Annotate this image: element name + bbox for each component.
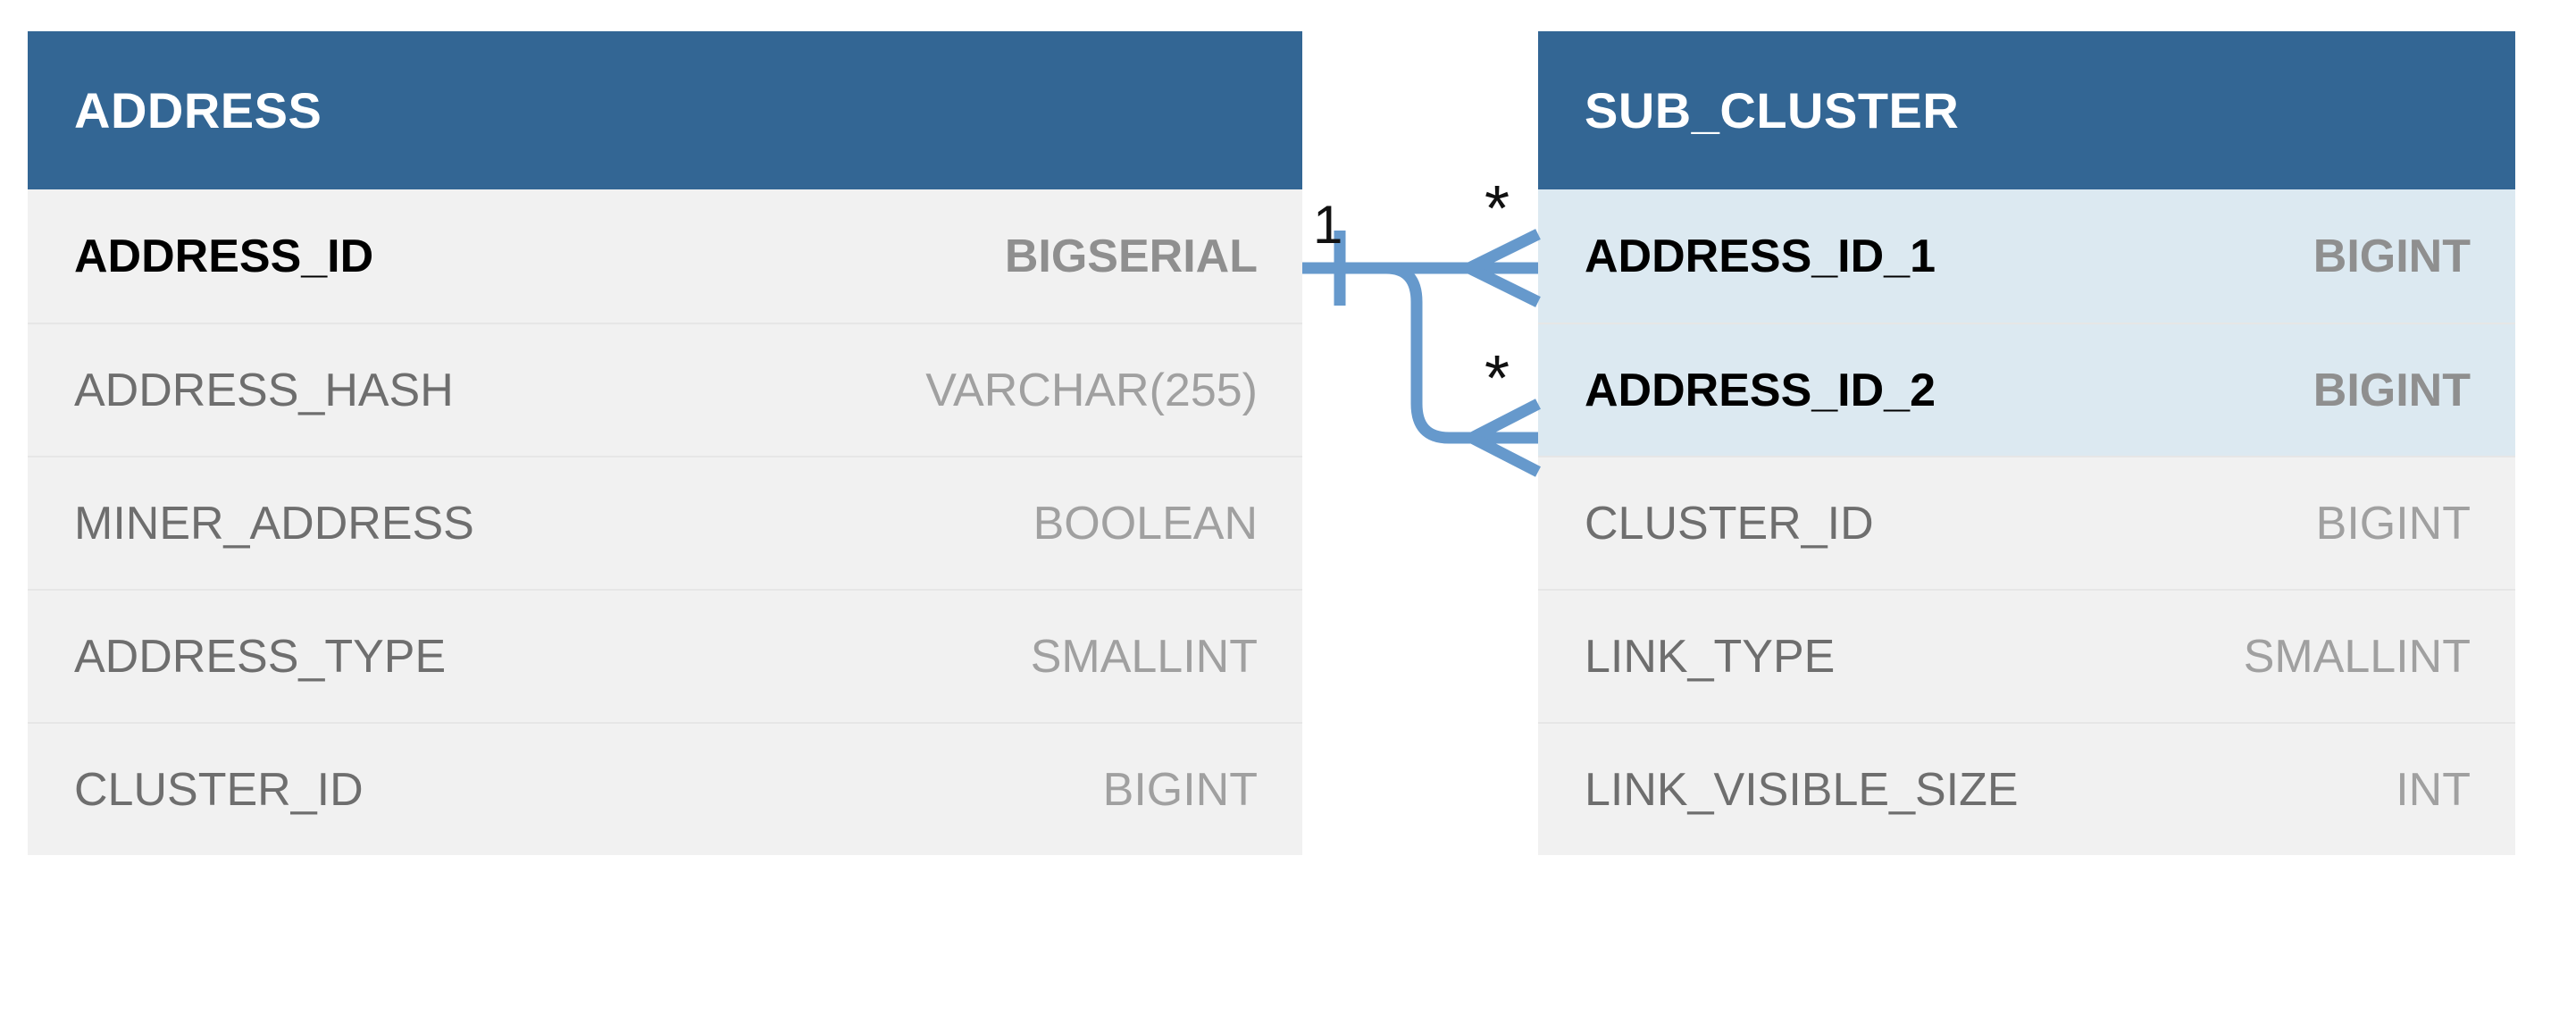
attribute-name: ADDRESS_ID bbox=[74, 230, 374, 282]
attribute-name: ADDRESS_TYPE bbox=[74, 630, 447, 683]
attribute-row-address-hash[interactable]: ADDRESS_HASH VARCHAR(255) bbox=[28, 323, 1302, 456]
entity-table-sub-cluster[interactable]: SUB_CLUSTER ADDRESS_ID_1 BIGINT ADDRESS_… bbox=[1538, 31, 2515, 855]
attribute-type: INT bbox=[2396, 763, 2471, 816]
attribute-row-address-id[interactable]: ADDRESS_ID BIGSERIAL bbox=[28, 189, 1302, 323]
attribute-row-link-visible-size[interactable]: LINK_VISIBLE_SIZE INT bbox=[1538, 722, 2515, 855]
attribute-row-cluster-id[interactable]: CLUSTER_ID BIGINT bbox=[28, 722, 1302, 855]
attribute-name: CLUSTER_ID bbox=[1585, 497, 1874, 550]
attribute-type: BIGINT bbox=[2313, 364, 2471, 416]
attribute-type: VARCHAR(255) bbox=[925, 364, 1258, 416]
attribute-name: ADDRESS_HASH bbox=[74, 364, 454, 416]
attribute-name: LINK_TYPE bbox=[1585, 630, 1836, 683]
attribute-type: BIGINT bbox=[2313, 230, 2471, 282]
attribute-name: MINER_ADDRESS bbox=[74, 497, 474, 550]
cardinality-label-many-address-id-1: * bbox=[1485, 173, 1510, 245]
cardinality-label-one: 1 bbox=[1313, 195, 1343, 255]
attribute-name: LINK_VISIBLE_SIZE bbox=[1585, 763, 2019, 816]
entity-header-address: ADDRESS bbox=[28, 31, 1302, 189]
attribute-row-address-id-2[interactable]: ADDRESS_ID_2 BIGINT bbox=[1538, 323, 2515, 456]
attribute-type: BIGINT bbox=[2315, 497, 2471, 550]
entity-body-address: ADDRESS_ID BIGSERIAL ADDRESS_HASH VARCHA… bbox=[28, 189, 1302, 855]
attribute-name: CLUSTER_ID bbox=[74, 763, 364, 816]
attribute-type: BOOLEAN bbox=[1033, 497, 1258, 550]
attribute-type: BIGINT bbox=[1102, 763, 1258, 816]
attribute-row-cluster-id[interactable]: CLUSTER_ID BIGINT bbox=[1538, 456, 2515, 589]
entity-body-sub-cluster: ADDRESS_ID_1 BIGINT ADDRESS_ID_2 BIGINT … bbox=[1538, 189, 2515, 855]
entity-header-sub-cluster: SUB_CLUSTER bbox=[1538, 31, 2515, 189]
entity-title-address: ADDRESS bbox=[74, 81, 322, 138]
attribute-name: ADDRESS_ID_1 bbox=[1585, 230, 1936, 282]
cardinality-label-many-address-id-2: * bbox=[1485, 343, 1510, 415]
attribute-row-address-type[interactable]: ADDRESS_TYPE SMALLINT bbox=[28, 589, 1302, 722]
attribute-type: SMALLINT bbox=[1030, 630, 1258, 683]
entity-title-sub-cluster: SUB_CLUSTER bbox=[1585, 81, 1960, 138]
attribute-row-miner-address[interactable]: MINER_ADDRESS BOOLEAN bbox=[28, 456, 1302, 589]
attribute-type: SMALLINT bbox=[2243, 630, 2471, 683]
attribute-name: ADDRESS_ID_2 bbox=[1585, 364, 1936, 416]
attribute-row-link-type[interactable]: LINK_TYPE SMALLINT bbox=[1538, 589, 2515, 722]
attribute-row-address-id-1[interactable]: ADDRESS_ID_1 BIGINT bbox=[1538, 189, 2515, 323]
connector-line-address-id-2 bbox=[1340, 262, 1472, 444]
entity-table-address[interactable]: ADDRESS ADDRESS_ID BIGSERIAL ADDRESS_HAS… bbox=[28, 31, 1302, 855]
attribute-type: BIGSERIAL bbox=[1004, 230, 1258, 282]
